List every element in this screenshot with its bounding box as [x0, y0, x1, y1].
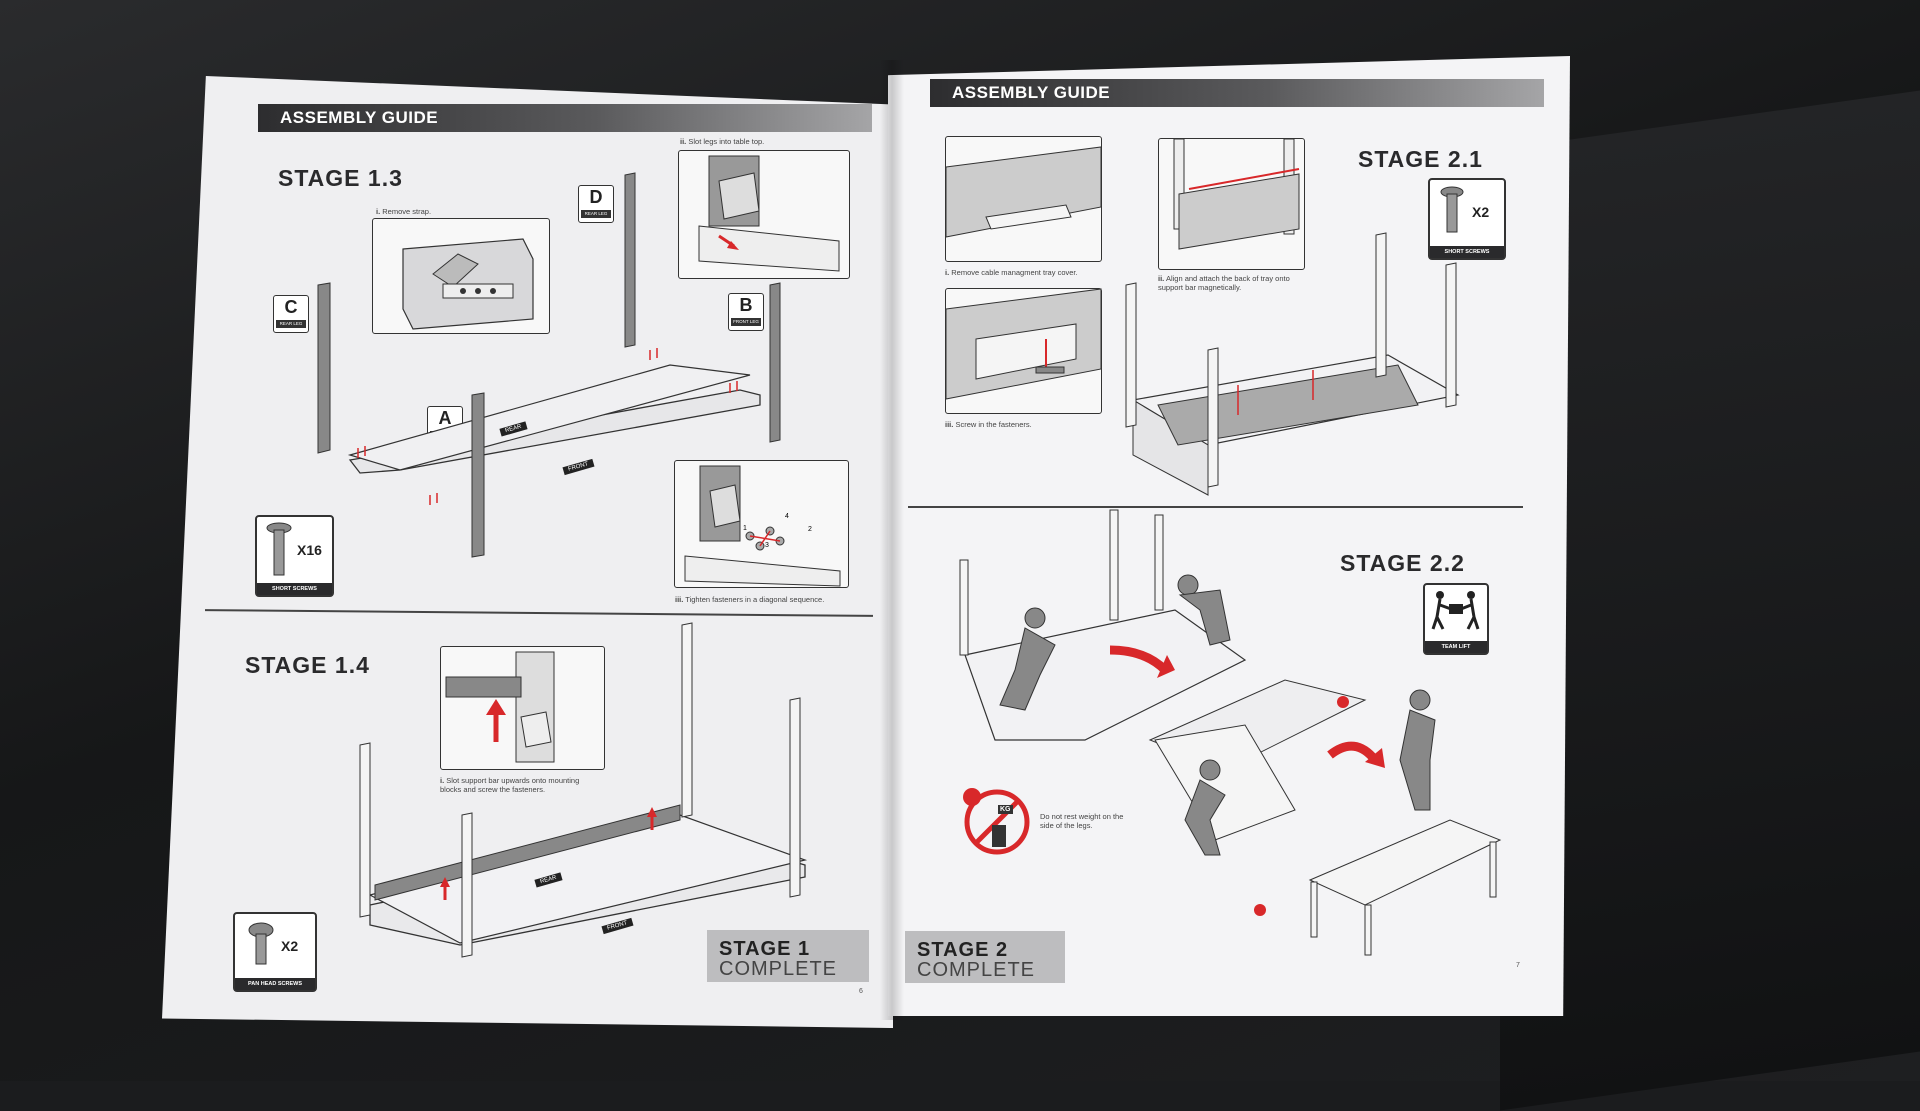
short-screws-box-2-1: X2 SHORT SCREWS [1428, 178, 1506, 260]
tighten-fasteners-panel: 1 2 3 4 [674, 460, 849, 588]
right-divider [908, 506, 1523, 508]
stage-2-2-warning: Do not rest weight on the side of the le… [1040, 812, 1124, 830]
stage-2-1-title: STAGE 2.1 [1358, 146, 1483, 172]
support-bar-illustration [445, 651, 555, 763]
remove-cover-illustration [945, 146, 1102, 238]
stage-2-complete-badge: STAGE 2 COMPLETE [905, 931, 1065, 983]
leg-sub: REAR LEG [581, 210, 611, 218]
stage-2-1-step-i: i. Remove cable managment tray cover. [945, 268, 1078, 277]
pan-screw-icon [248, 922, 274, 965]
leg-letter: B [739, 295, 753, 315]
remove-strap-panel [372, 218, 550, 334]
stage-1-3-step-iii: iii. Tighten fasteners in a diagonal seq… [675, 595, 825, 604]
stage-1-4-frame-illustration [359, 622, 808, 958]
screw-qty: X2 [281, 938, 299, 954]
leg-sub: FRONT LEG [731, 318, 761, 326]
seq-2: 2 [808, 526, 812, 533]
tighten-fasteners-illustration [684, 465, 841, 587]
stage-2-2-title: STAGE 2.2 [1340, 550, 1465, 576]
step-iii-text: Tighten fasteners in a diagonal sequence… [685, 595, 825, 604]
stage-1-4-step-i: i. Slot support bar upwards onto mountin… [440, 776, 580, 794]
attach-tray-illustration [1173, 138, 1300, 250]
leg-tag-b: B FRONT LEG [728, 293, 764, 331]
screw-qty: X16 [297, 542, 322, 558]
screw-icon [1440, 186, 1464, 233]
step-ii-text: Slot legs into table top. [688, 137, 765, 146]
assembly-guide-header-left: ASSEMBLY GUIDE [258, 104, 872, 132]
team-lift-label: TEAM LIFT [1425, 641, 1487, 653]
stage-2-1-step-iii: iii. Screw in the fasteners. [945, 420, 1032, 429]
stage-1-4-title: STAGE 1.4 [245, 652, 370, 678]
step-iii-text: Screw in the fasteners. [955, 420, 1032, 429]
stage-1-3-step-i: i. Remove strap. [376, 207, 432, 216]
complete-line2: COMPLETE [719, 958, 838, 980]
team-lift-icon [1431, 591, 1480, 630]
leg-letter: A [438, 408, 452, 428]
stage-1-3-step-ii: ii. Slot legs into table top. [680, 137, 765, 146]
screw-label: SHORT SCREWS [257, 583, 332, 595]
kg-weight-label: KG [998, 805, 1013, 814]
screw-label: SHORT SCREWS [1430, 246, 1504, 258]
screw-fasteners-panel [945, 288, 1102, 414]
step-i-text: Slot support bar upwards onto mounting b… [440, 776, 580, 794]
leg-tag-c: C REAR LEG [273, 295, 309, 333]
slot-legs-panel [678, 150, 850, 279]
seq-4: 4 [785, 513, 789, 520]
leg-letter: D [589, 187, 603, 207]
screw-qty: X2 [1472, 204, 1490, 220]
attach-tray-panel [1158, 138, 1305, 270]
stage-1-3-frame-illustration [317, 172, 781, 558]
stage-1-3-title: STAGE 1.3 [278, 165, 403, 191]
step-ii-text: Align and attach the back of tray onto s… [1158, 274, 1290, 292]
remove-strap-illustration [402, 238, 534, 330]
warning-icon [963, 788, 1030, 855]
remove-cover-panel [945, 136, 1102, 262]
support-bar-panel [440, 646, 605, 770]
screw-icon [266, 522, 292, 576]
seq-3: 3 [765, 542, 769, 549]
team-lift-box: TEAM LIFT [1423, 583, 1489, 655]
page-number-left: 6 [859, 988, 863, 995]
complete-line2: COMPLETE [917, 959, 1036, 981]
leg-letter: C [284, 297, 298, 317]
leg-tag-d: D REAR LEG [578, 185, 614, 223]
stage-2-1-step-ii: ii. Align and attach the back of tray on… [1158, 274, 1290, 292]
stage-2-1-frame-illustration [1125, 232, 1460, 496]
step-i-text: Remove cable managment tray cover. [951, 268, 1078, 277]
leg-sub: REAR LEG [276, 320, 306, 328]
seq-1: 1 [743, 525, 747, 532]
page-number-right: 7 [1516, 962, 1520, 969]
step-i-text: Remove strap. [382, 207, 432, 216]
complete-line1: STAGE 1 [719, 938, 811, 960]
short-screws-box-1-3: X16 SHORT SCREWS [255, 515, 334, 597]
assembly-guide-header-right: ASSEMBLY GUIDE [930, 79, 1544, 107]
screw-fasteners-illustration [945, 288, 1102, 400]
complete-line1: STAGE 2 [917, 939, 1009, 961]
slot-legs-illustration [698, 155, 840, 272]
screw-label: PAN HEAD SCREWS [235, 978, 315, 990]
stage-1-complete-badge: STAGE 1 COMPLETE [707, 930, 869, 982]
pan-head-screws-box: X2 PAN HEAD SCREWS [233, 912, 317, 992]
stage-2-2-team-flip-illustration [959, 509, 1502, 956]
booklet-spine [880, 60, 904, 1020]
